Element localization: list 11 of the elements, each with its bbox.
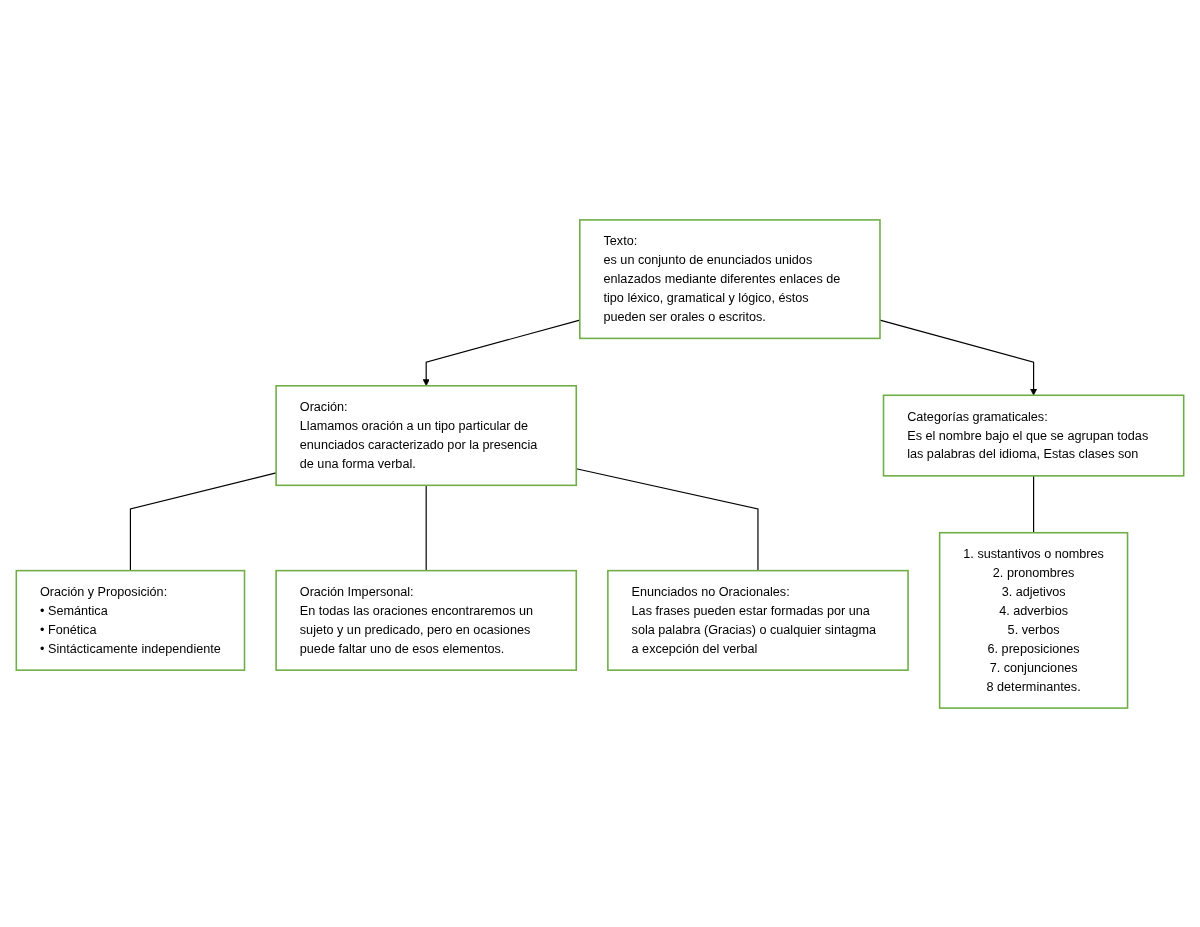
connector <box>129 471 277 571</box>
node-box: Texto: es un conjunto de enunciados unidos enlazados mediante diferentes enlaces de tipo léxico, gramatical y lógico, éstos pueden ser orales o escritos. <box>579 218 881 339</box>
node-box: Enunciados no Oracionales: Las frases pueden estar formadas por una sola palabra (Gracias) o cualquier sintagma a excepción del verbal <box>607 569 909 671</box>
connector <box>425 484 427 571</box>
node-box: 1. sustantivos o nombres 2. pronombres 3. adjetivos 4. adverbios 5. verbos 6. preposiciones 7. conjunciones 8 determinantes. <box>938 531 1129 709</box>
connector <box>1033 474 1035 533</box>
arrow <box>879 319 1038 396</box>
node-box: Oración Impersonal: En todas las oraciones encontraremos un sujeto y un predicado, pero en ocasiones puede faltar uno de esos elementos. <box>275 569 578 671</box>
node-box: Oración: Llamamos oración a un tipo particular de enunciados caracterizado por la presencia de una forma verbal. <box>275 384 578 486</box>
node-box: Oración y Proposición: • Semántica • Fonética • Sintácticamente independiente <box>15 569 246 671</box>
node-box: Categorías gramaticales: Es el nombre bajo el que se agrupan todas las palabras del idioma, Estas clases son <box>882 394 1185 477</box>
